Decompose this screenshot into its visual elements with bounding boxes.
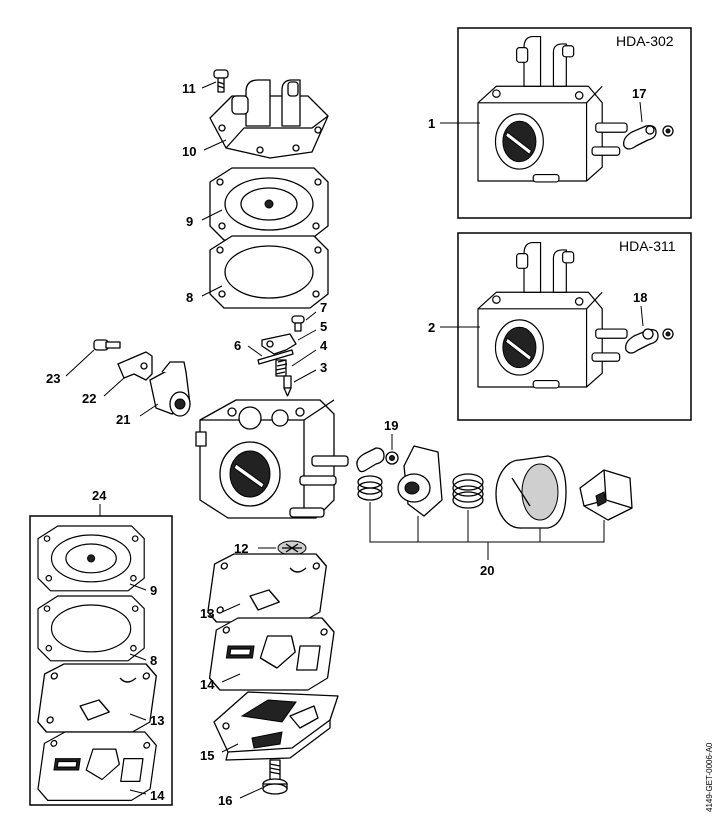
callout-18: 18 [633,290,647,305]
document-reference: 4149-GET-0006-A0 [705,742,714,812]
callout-14: 14 [200,677,215,692]
part-16-screw [262,759,288,795]
callout-21: 21 [116,412,130,427]
part-15-end-cover [213,691,339,761]
inset-model-label: HDA-302 [616,33,674,49]
kit-gasket [37,595,145,662]
part-21-solenoid-valve [149,361,191,417]
kit-gasket-2 [35,731,159,802]
part-18-adjuster-clip [625,328,674,354]
part-12-strainer [277,540,307,556]
carburetor-hda-302 [477,35,628,183]
part-20-spring-large [452,473,484,509]
inset-hda-302: HDA-302 17 1 [428,27,692,219]
kit-callout-8: 8 [150,653,157,668]
callout-8: 8 [186,290,193,305]
callout-5: 5 [320,319,327,334]
callout-1: 1 [428,116,435,131]
callout-13: 13 [200,606,214,621]
inset-model-label: HDA-311 [619,238,676,254]
part-7-screw [291,315,305,332]
part-11-screw [213,69,229,93]
callout-22: 22 [82,391,96,406]
carburetor-hda-311 [477,241,628,389]
part-3-inlet-needle [283,375,292,397]
callout-20: 20 [480,563,494,578]
part-9-pump-diaphragm [209,167,329,241]
part-20-limiter-cap [397,445,443,517]
callout-16: 16 [218,793,232,808]
callout-10: 10 [182,144,196,159]
callout-24: 24 [92,488,107,503]
callout-9: 9 [186,214,193,229]
callout-12: 12 [234,541,248,556]
part-19-limiter-clip [356,447,399,473]
part-20-cap [579,469,633,521]
callout-7: 7 [320,300,327,315]
part-17-adjuster-clip [623,124,674,150]
part-8-gasket [209,235,329,309]
carburetor-body [195,399,349,519]
callout-3: 3 [320,360,327,375]
callout-23: 23 [46,371,60,386]
kit-24-box: 9 8 13 14 [29,515,173,806]
callout-17: 17 [632,86,646,101]
part-4-spring [275,359,288,377]
callout-19: 19 [384,418,398,433]
part-20-spring-small [357,475,383,501]
kit-callout-14: 14 [150,788,165,803]
part-10-pump-cover [209,79,329,159]
callout-6: 6 [234,338,241,353]
part-5-inlet-control-lever [261,333,297,355]
callout-4: 4 [320,338,328,353]
kit-callout-9: 9 [150,583,157,598]
callout-2: 2 [428,320,435,335]
callout-11: 11 [182,81,196,96]
callout-15: 15 [200,748,214,763]
inset-hda-311: HDA-311 18 2 [428,232,692,421]
kit-callout-13: 13 [150,713,164,728]
part-20-adjuster-knob [495,455,567,529]
part-6-spindle [257,349,294,365]
part-22-bracket [117,351,153,381]
part-13-metering-diaphragm [205,553,329,623]
kit-metering-diaphragm [35,663,159,733]
kit-pump-diaphragm [37,525,145,592]
part-23-screw [93,339,121,351]
